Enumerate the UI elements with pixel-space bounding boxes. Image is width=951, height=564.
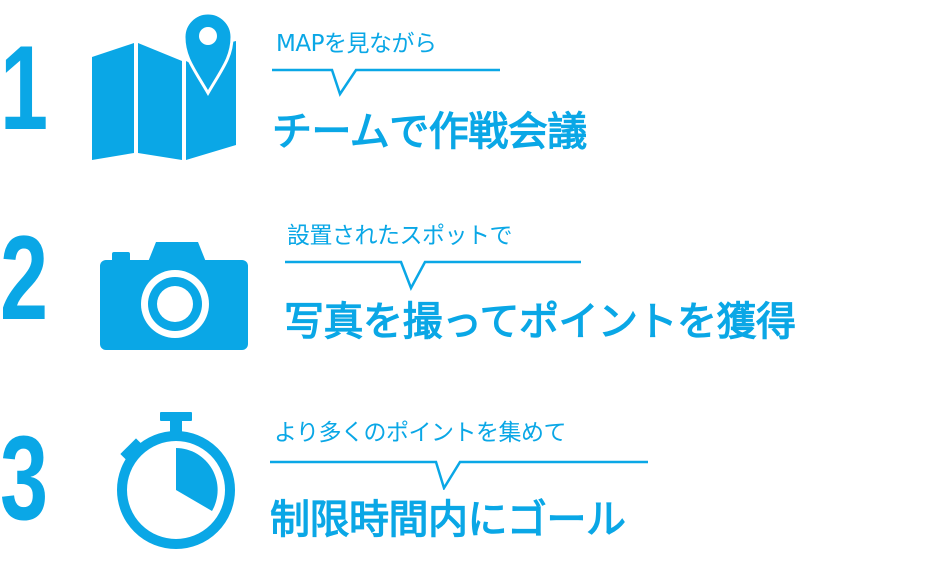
headline: 制限時間内にゴール (270, 497, 626, 543)
caption-bubble: MAPを見ながら (270, 30, 502, 98)
step-2: 2 設置されたスポットで 写真を撮ってポイントを獲得 (0, 200, 951, 380)
headline: 写真を撮ってポイントを獲得 (284, 299, 796, 345)
step-1: 1 MAPを見ながら チームで作戦会議 (0, 0, 951, 180)
map-pin-icon (90, 5, 240, 160)
step-number: 2 (0, 211, 49, 345)
step-3: 3 より多くのポイントを集めて 制限時間内にゴール (0, 400, 951, 564)
stopwatch-icon (112, 410, 246, 550)
caption-bubble: より多くのポイントを集めて (268, 418, 650, 490)
caption-text: より多くのポイントを集めて (274, 420, 567, 446)
caption-text: MAPを見ながら (276, 31, 437, 57)
step-number: 1 (0, 21, 49, 155)
headline: チームで作戦会議 (272, 109, 587, 155)
camera-icon (100, 240, 250, 352)
caption-bubble: 設置されたスポットで (283, 222, 583, 292)
caption-text: 設置されたスポットで (287, 223, 513, 249)
step-number: 3 (0, 411, 49, 545)
